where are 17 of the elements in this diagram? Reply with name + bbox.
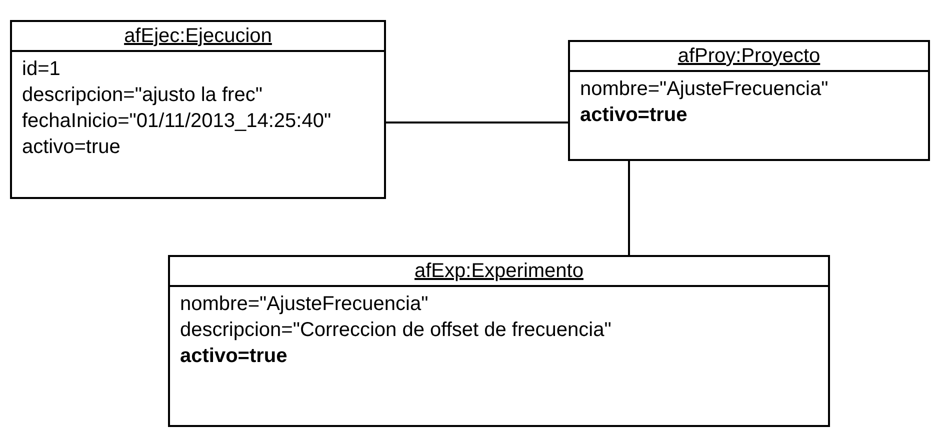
object-box [10,20,386,199]
attribute-value: fechaInicio="01/11/2013_14:25:40" [22,109,332,134]
association-line [386,122,568,124]
attribute-value: nombre="AjusteFrecuencia" [580,77,828,102]
object-name: afEjec:Ejecucion [123,24,273,48]
attribute-value: descripcion="ajusto la frec" [22,83,262,108]
object-box [568,40,930,161]
attribute-value: activo=true [580,103,688,128]
object-box [168,255,830,427]
object-name: afExp:Experimento [414,259,584,283]
attribute-value: descripcion="Correccion de offset de frecuencia" [180,318,612,343]
attribute-value: nombre="AjusteFrecuencia" [180,292,428,317]
attribute-value: activo=true [180,344,288,369]
association-line [628,161,630,255]
attribute-value: id=1 [22,57,60,82]
object-name: afProy:Proyecto [676,44,822,68]
attribute-value: activo=true [22,135,120,160]
